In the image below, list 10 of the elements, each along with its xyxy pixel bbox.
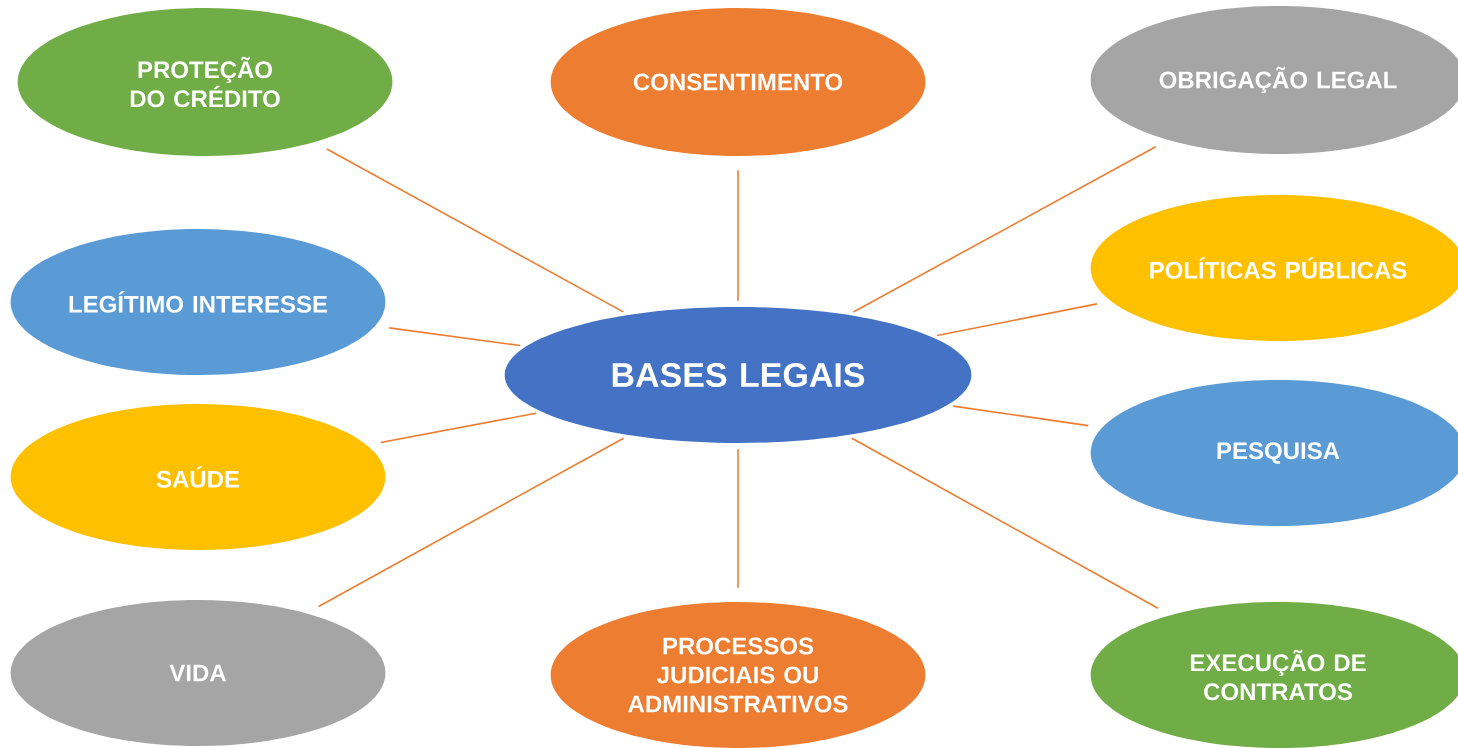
connector-line (326, 148, 624, 313)
connector-line (388, 327, 521, 347)
connector-line (317, 437, 625, 608)
connector-line (851, 437, 1159, 610)
connector-line (379, 412, 537, 444)
connector-line (737, 169, 739, 302)
connector-line (852, 146, 1157, 313)
connector-line (952, 405, 1090, 427)
connector-line (737, 448, 739, 589)
connector-line (936, 303, 1098, 337)
